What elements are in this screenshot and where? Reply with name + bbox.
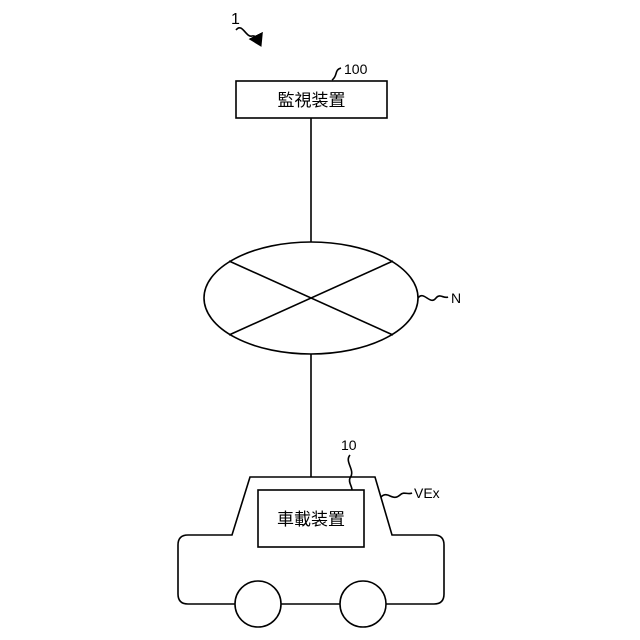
vehicle-wheel-front	[235, 581, 281, 627]
vehicle-leader-line	[381, 493, 412, 497]
vehicle-ref-label: VEx	[414, 485, 440, 501]
monitor-ref-label: 100	[344, 61, 368, 77]
monitor-leader-line	[332, 68, 341, 80]
onboard-device-label: 車載装置	[277, 510, 345, 530]
network-leader-line	[418, 296, 448, 301]
figure-ref-label: 1	[231, 11, 240, 28]
network-ref-label: N	[451, 290, 461, 306]
monitor-device-label: 監視装置	[278, 91, 346, 111]
figure-ref-arrow	[236, 28, 260, 44]
vehicle-wheel-rear	[340, 581, 386, 627]
onboard-ref-label: 10	[341, 437, 357, 453]
